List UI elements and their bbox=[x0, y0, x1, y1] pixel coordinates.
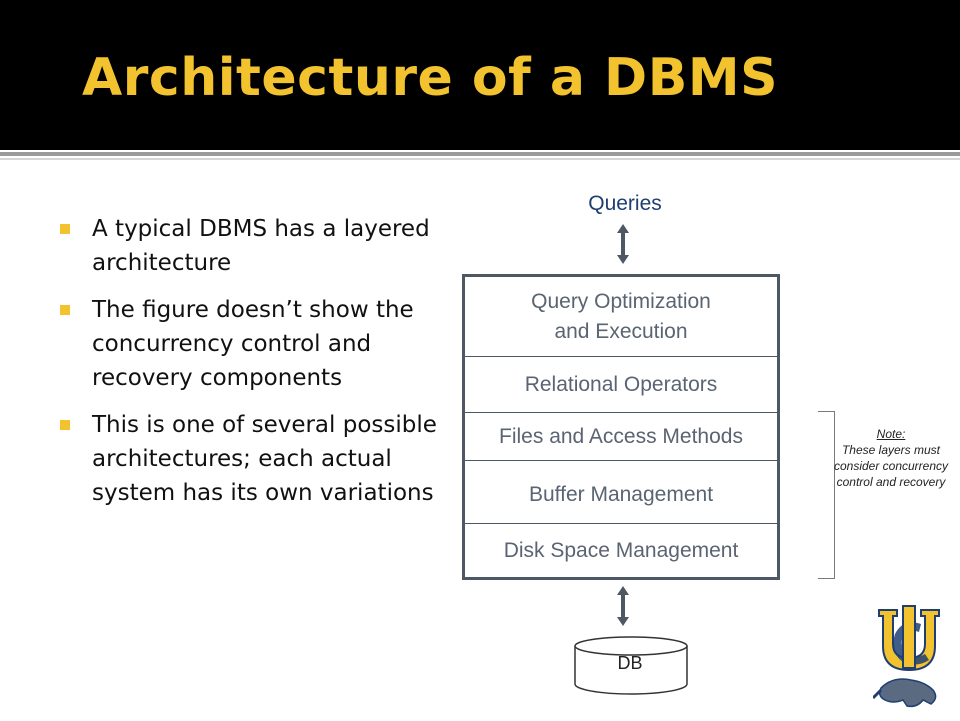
database-cylinder-icon bbox=[574, 636, 688, 701]
uci-anteater-logo-icon bbox=[871, 604, 945, 721]
note-heading: Note: bbox=[876, 427, 906, 441]
title-divider-thin bbox=[0, 158, 960, 160]
note-body: These layers must consider concurrency c… bbox=[833, 443, 949, 489]
layer-query-optimization: Query Optimization and Execution bbox=[531, 290, 711, 343]
layer-divider bbox=[465, 460, 777, 461]
layer-files-access-methods: Files and Access Methods bbox=[499, 424, 743, 448]
bullet-item: A typical DBMS has a layered architectur… bbox=[58, 212, 448, 280]
square-bullet-icon bbox=[60, 305, 70, 315]
bullet-text: A typical DBMS has a layered architectur… bbox=[92, 216, 430, 276]
double-arrow-icon bbox=[617, 586, 629, 626]
bullet-list: A typical DBMS has a layered architectur… bbox=[58, 212, 448, 523]
double-arrow-icon bbox=[617, 224, 629, 264]
title-divider bbox=[0, 152, 960, 156]
layer-divider bbox=[465, 356, 777, 357]
note-bracket bbox=[818, 411, 835, 579]
slide-title: Architecture of a DBMS bbox=[82, 48, 779, 108]
square-bullet-icon bbox=[60, 420, 70, 430]
title-bar: Architecture of a DBMS bbox=[0, 0, 960, 150]
layer-relational-operators: Relational Operators bbox=[524, 372, 718, 396]
bullet-text: This is one of several possible architec… bbox=[92, 412, 437, 506]
layers-note: Note: These layers must consider concurr… bbox=[833, 426, 949, 490]
db-label: DB bbox=[617, 653, 643, 673]
layer-buffer-management: Buffer Management bbox=[528, 483, 714, 506]
square-bullet-icon bbox=[60, 224, 70, 234]
bullet-item: This is one of several possible architec… bbox=[58, 408, 448, 510]
queries-label: Queries bbox=[588, 192, 662, 215]
layer-divider bbox=[465, 412, 777, 413]
bullet-text: The figure doesn’t show the concurrency … bbox=[92, 297, 414, 391]
layer-divider bbox=[465, 523, 777, 524]
bullet-item: The figure doesn’t show the concurrency … bbox=[58, 293, 448, 395]
layer-stack: Query Optimization and Execution Relatio… bbox=[462, 274, 780, 580]
layer-disk-space-management: Disk Space Management bbox=[503, 538, 739, 562]
